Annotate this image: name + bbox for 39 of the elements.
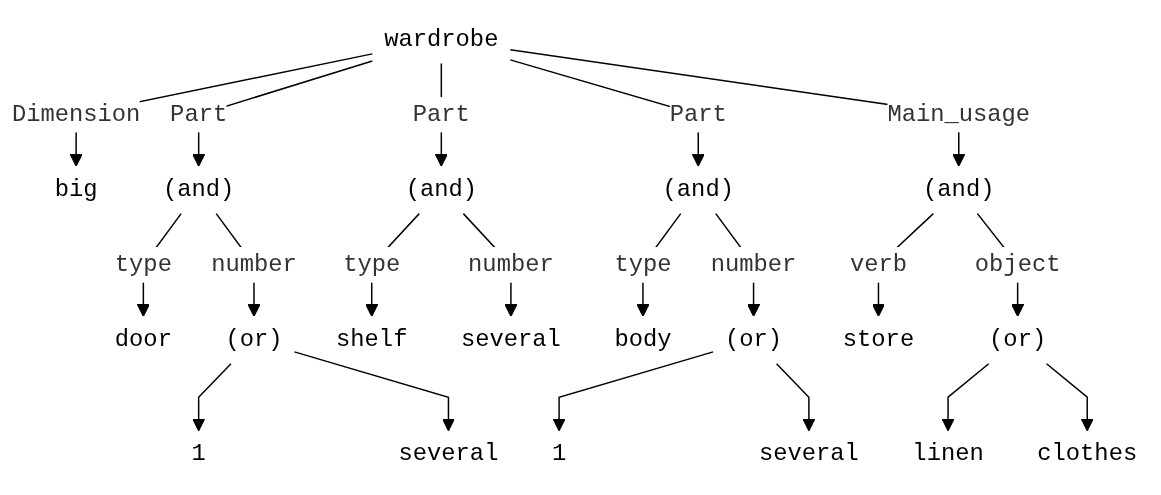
node-text: 1 (551, 441, 567, 469)
arrow (775, 363, 816, 432)
node-text: (and) (162, 176, 235, 204)
arrow (293, 351, 455, 432)
edge-label: type (343, 251, 401, 279)
edge-label: object (974, 251, 1061, 279)
node-text: body (614, 327, 672, 354)
node-text: 1 (191, 441, 206, 469)
edge-label: Part (669, 101, 727, 129)
node-text: shelf (336, 327, 408, 354)
arrow (552, 351, 714, 432)
node-text: (or) (225, 327, 283, 354)
edge-label: verb (849, 251, 908, 279)
node-text: several (758, 441, 859, 469)
edge-label: number (211, 251, 297, 279)
edge-label: number (468, 251, 554, 279)
edge-label: type (614, 251, 672, 279)
node-text: linen (912, 441, 984, 469)
node-text: wardrobe (384, 26, 499, 54)
edge-label: Part (412, 101, 470, 129)
node-text: big (54, 176, 98, 204)
arrow (941, 363, 990, 432)
node-text: several (398, 441, 499, 469)
edge-label: Part (170, 101, 228, 129)
node-text: several (460, 327, 561, 354)
edge-label: Dimension (11, 101, 141, 129)
arrow (192, 363, 232, 432)
node-text: (and) (923, 176, 995, 204)
node-text: (or) (725, 327, 783, 354)
node-text: door (114, 327, 172, 354)
node-text: (and) (405, 176, 478, 204)
edge-label: type (114, 251, 172, 279)
node-text: (and) (662, 176, 734, 204)
arrow (1045, 363, 1094, 432)
edge-label: Main_usage (887, 101, 1031, 129)
edge-label: number (710, 251, 797, 279)
node-text: clothes (1037, 441, 1138, 469)
node-text: (or) (989, 327, 1047, 354)
node-text: store (842, 327, 915, 354)
